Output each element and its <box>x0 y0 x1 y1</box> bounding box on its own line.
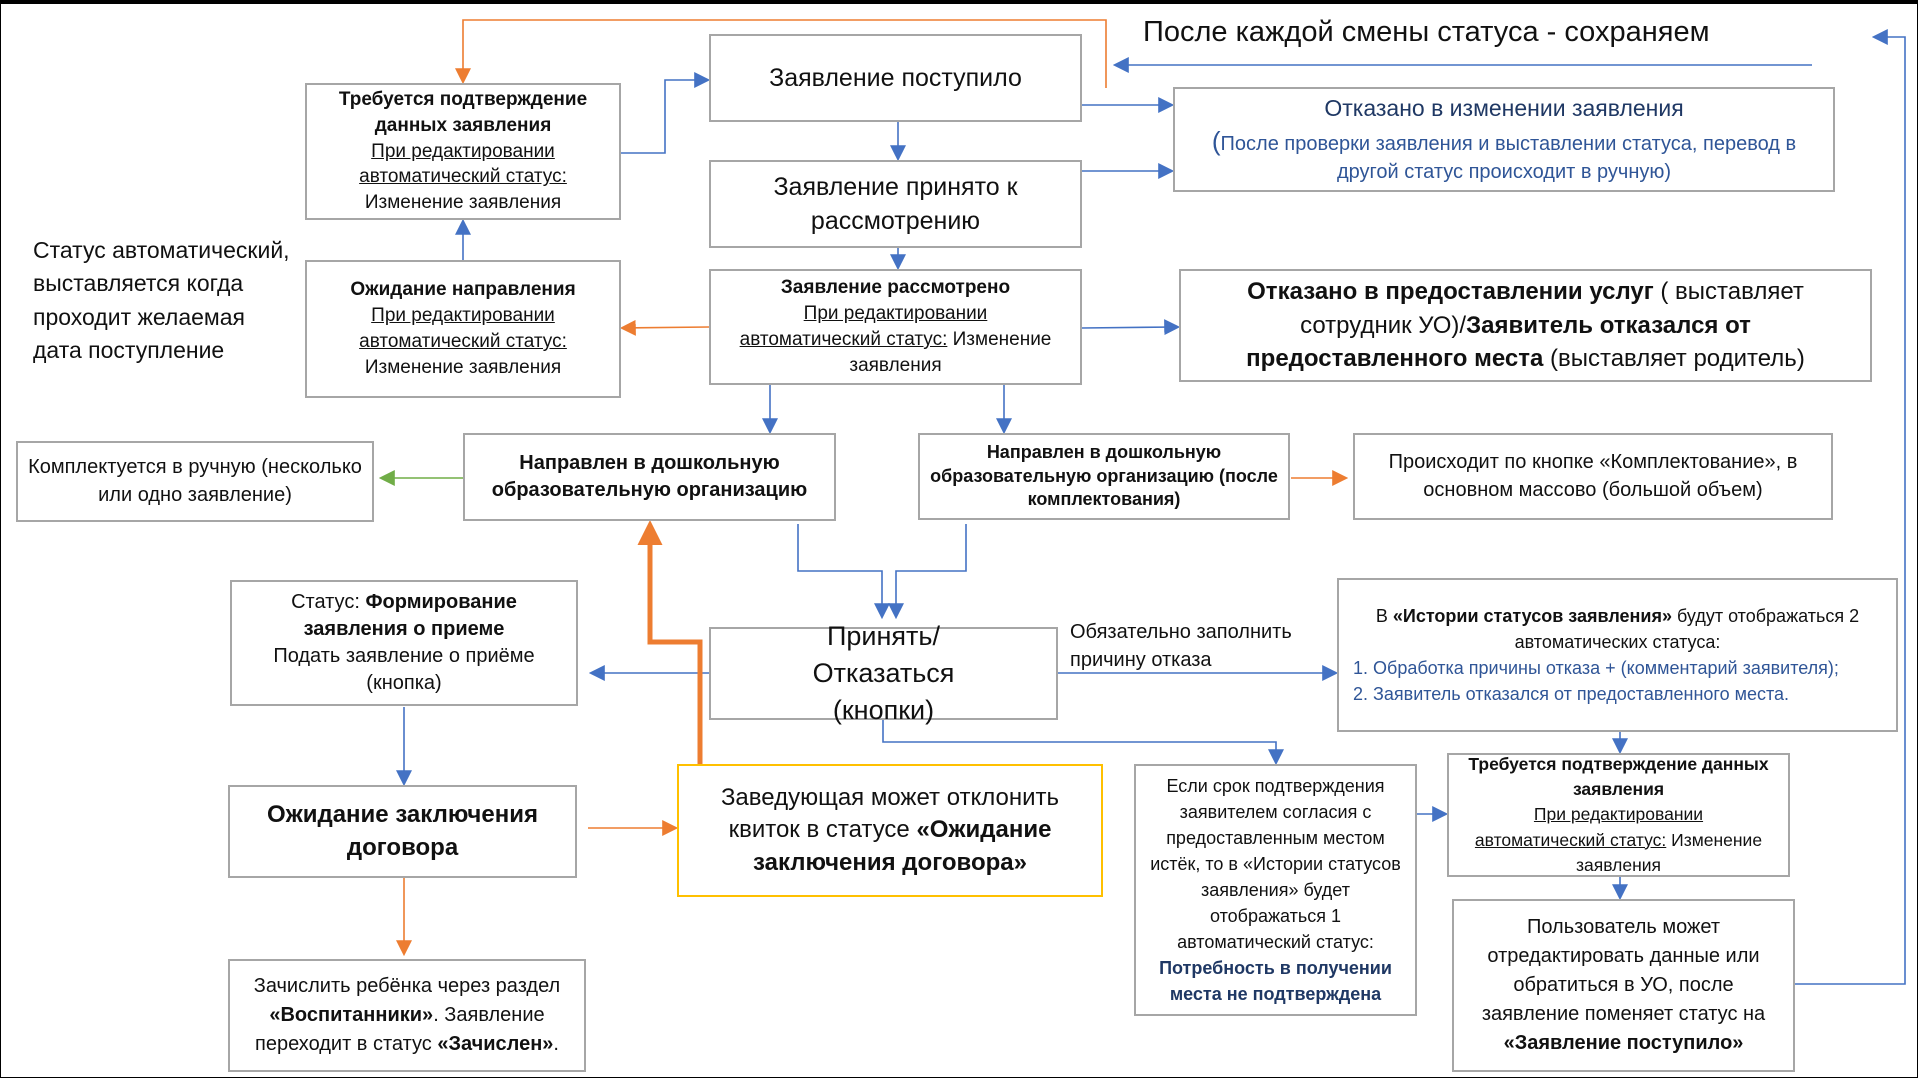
node-title: Ожидание направления <box>350 279 576 301</box>
node-manual[interactable]: Комплектуется в ручную (несколько или од… <box>16 441 374 522</box>
node-sent-after[interactable]: Направлен в дошкольную образовательную о… <box>918 433 1290 520</box>
node-bold: Заявитель отказался от предоставленного … <box>1246 311 1751 373</box>
node-forming[interactable]: Статус: Формирование заявления о приеме … <box>230 580 578 706</box>
node-reviewed[interactable]: Заявление рассмотрено При редактировании… <box>709 269 1082 385</box>
node-text: . Заявление переходит в статус <box>255 1004 545 1055</box>
refuse-note: Обязательно заполнить причину отказа <box>1070 618 1292 674</box>
node-text: Комплектуется в ручную (несколько или од… <box>28 456 362 506</box>
node-text: В <box>1375 605 1393 626</box>
refuse-note-line: причину отказа <box>1070 649 1212 671</box>
node-expired[interactable]: Если срок подтверждения заявителем согла… <box>1134 764 1417 1016</box>
node-bold: «Воспитанники» <box>269 1004 434 1026</box>
node-title: Ожидание заключения договора <box>267 800 538 861</box>
node-text: Изменение заявления <box>849 329 1052 376</box>
arrow-confirm-to-received <box>621 72 711 154</box>
node-received[interactable]: Заявление поступило <box>709 34 1082 122</box>
left-note-line: дата поступление <box>33 337 225 364</box>
node-label: Статус: <box>291 590 366 613</box>
node-bold: Отказано в предоставлении услуг <box>1247 278 1654 306</box>
node-note: После проверки заявления и выставлении с… <box>1220 132 1797 184</box>
node-underlined: автоматический статус: <box>739 329 948 350</box>
arrow-right-loop <box>1795 29 1906 985</box>
node-contract-wait[interactable]: Ожидание заключения договора <box>228 785 577 878</box>
node-underlined: При редактировании <box>1533 804 1704 825</box>
node-title: Принять/Отказаться (кнопки) <box>812 621 955 725</box>
node-confirm-right[interactable]: Требуется подтверждение данных заявления… <box>1447 753 1790 877</box>
node-text: Изменение заявления <box>364 192 562 214</box>
node-title: Требуется подтверждение данных заявления <box>338 88 588 136</box>
node-underlined: автоматический статус: <box>1474 829 1667 850</box>
node-text: будут отображаться 2 автоматических стат… <box>1514 605 1860 652</box>
node-underlined: автоматический статус: <box>359 331 567 352</box>
node-text: Заведующая может отклонить квиток в стат… <box>720 783 1060 844</box>
node-title: Заявление рассмотрено <box>780 277 1011 299</box>
left-note-line: проходит желаемая <box>33 303 245 330</box>
node-underlined: При редактировании <box>371 305 555 327</box>
node-accept-refuse[interactable]: Принять/Отказаться (кнопки) <box>709 621 1058 725</box>
history-item: 2. Заявитель отказался от предоставленно… <box>1353 684 1790 705</box>
node-history[interactable]: В «Истории статусов заявления» будут ото… <box>1337 578 1898 732</box>
node-underlined: автоматический статус: <box>359 166 567 188</box>
node-underlined: При редактировании <box>803 303 988 325</box>
node-bold: Потребность в получении места не подтвер… <box>1159 958 1392 1005</box>
node-text: (выставляет родитель) <box>1543 345 1805 373</box>
node-head-reject[interactable]: Заведующая может отклонить квиток в стат… <box>677 764 1103 897</box>
left-note-line: Статус автоматический, <box>33 237 290 263</box>
node-bold: «Истории статусов заявления» <box>1392 605 1672 626</box>
arrow-sent-after-to-buttons <box>888 524 967 620</box>
node-change-denied[interactable]: Отказано в изменении заявления (После пр… <box>1173 87 1835 192</box>
left-note-line: выставляется когда <box>33 270 244 297</box>
node-accepted[interactable]: Заявление принято к рассмотрению <box>709 160 1082 248</box>
left-note: Статус автоматический, выставляется когд… <box>33 234 290 367</box>
refuse-note-line: Обязательно заполнить <box>1070 621 1292 643</box>
arrow-head-reject-to-sent <box>637 520 703 764</box>
node-text: Подать заявление о приёме (кнопка) <box>273 645 535 695</box>
arrow-reviewed-to-waiting <box>619 319 710 336</box>
node-title: Заявление поступило <box>769 64 1022 92</box>
node-text: Изменение заявления <box>1576 829 1763 876</box>
node-text: Происходит по кнопке «Комплектование», в… <box>1388 451 1798 501</box>
node-title: Отказано в изменении заявления <box>1324 94 1684 121</box>
node-underlined: При редактировании <box>371 140 555 162</box>
node-bold: «Ожидание заключения договора» <box>753 816 1052 876</box>
node-text: Зачислить ребёнка через раздел <box>253 975 561 997</box>
node-title: Заявление принято к рассмотрению <box>773 173 1018 235</box>
node-enroll[interactable]: Зачислить ребёнка через раздел «Воспитан… <box>228 959 586 1072</box>
node-text: Если срок подтверждения заявителем согла… <box>1150 775 1401 953</box>
node-sent[interactable]: Направлен в дошкольную образовательную о… <box>463 433 836 521</box>
node-bold: Формирование заявления о приеме <box>303 590 517 640</box>
arrow-sent-to-buttons <box>797 524 890 620</box>
arrow-buttons-to-expired <box>882 720 1284 766</box>
history-item: 1. Обработка причины отказа + (комментар… <box>1353 658 1839 678</box>
node-bold: «Зачислен» <box>437 1033 554 1055</box>
arrow-top-loop <box>455 19 1107 88</box>
node-confirm-left[interactable]: Требуется подтверждение данных заявления… <box>305 83 621 220</box>
node-title: Направлен в дошкольную образовательную о… <box>491 451 808 501</box>
node-bold: «Заявление поступило» <box>1503 1032 1744 1054</box>
node-user-edit[interactable]: Пользователь может отредактировать данны… <box>1452 899 1795 1072</box>
node-text: Изменение заявления <box>364 356 562 378</box>
node-button-note[interactable]: Происходит по кнопке «Комплектование», в… <box>1353 433 1833 520</box>
node-waiting[interactable]: Ожидание направления При редактировании … <box>305 260 621 398</box>
node-title: Направлен в дошкольную образовательную о… <box>930 442 1278 510</box>
node-service-denied[interactable]: Отказано в предоставлении услуг ( выстав… <box>1179 269 1872 382</box>
arrow-reviewed-to-service-denied <box>1081 319 1181 336</box>
diagram-title: После каждой смены статуса - сохраняем <box>1143 16 1710 48</box>
paren: ( <box>1211 125 1221 156</box>
node-text: Пользователь может отредактировать данны… <box>1481 916 1766 1025</box>
node-title: Требуется подтверждение данных заявления <box>1468 753 1769 799</box>
node-text: . <box>553 1033 559 1055</box>
node-text: ( выставляет сотрудник УО)/ <box>1300 278 1804 339</box>
